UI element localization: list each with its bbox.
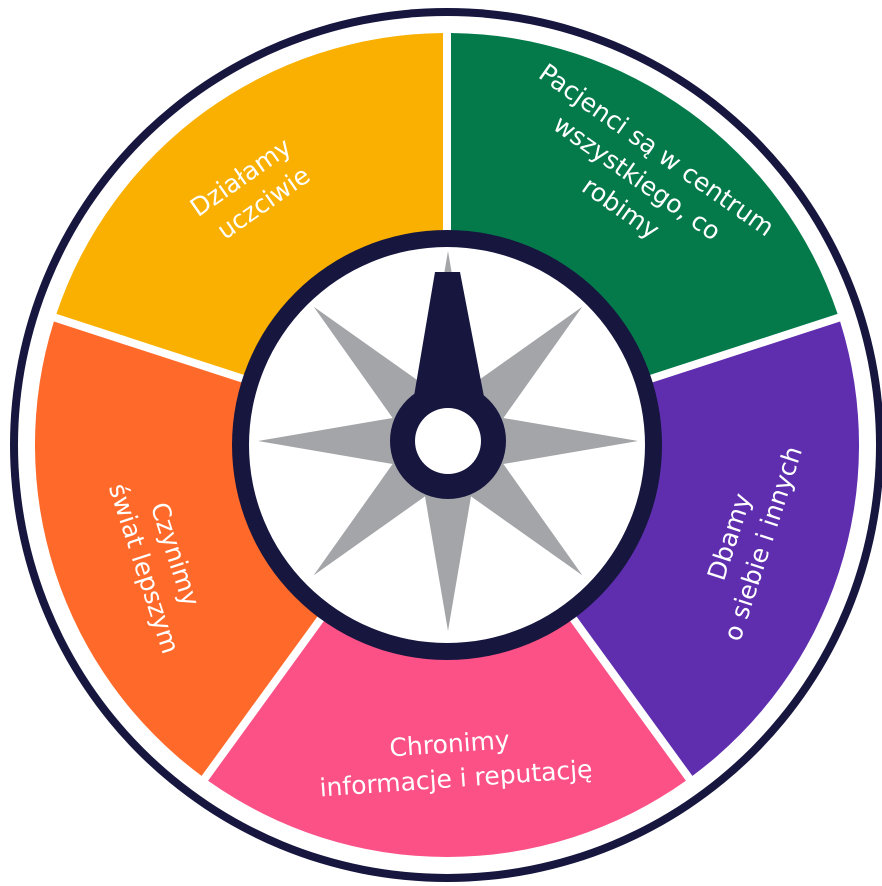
segment-pink — [208, 618, 686, 858]
compass-hub-hole — [415, 408, 481, 474]
compass-needle — [400, 272, 500, 420]
segment-yellow — [56, 33, 444, 376]
value-segments — [34, 33, 860, 858]
compass-rose-icon — [258, 251, 638, 631]
segment-orange — [34, 321, 320, 776]
segment-purple — [574, 321, 860, 776]
segment-green — [451, 33, 838, 376]
